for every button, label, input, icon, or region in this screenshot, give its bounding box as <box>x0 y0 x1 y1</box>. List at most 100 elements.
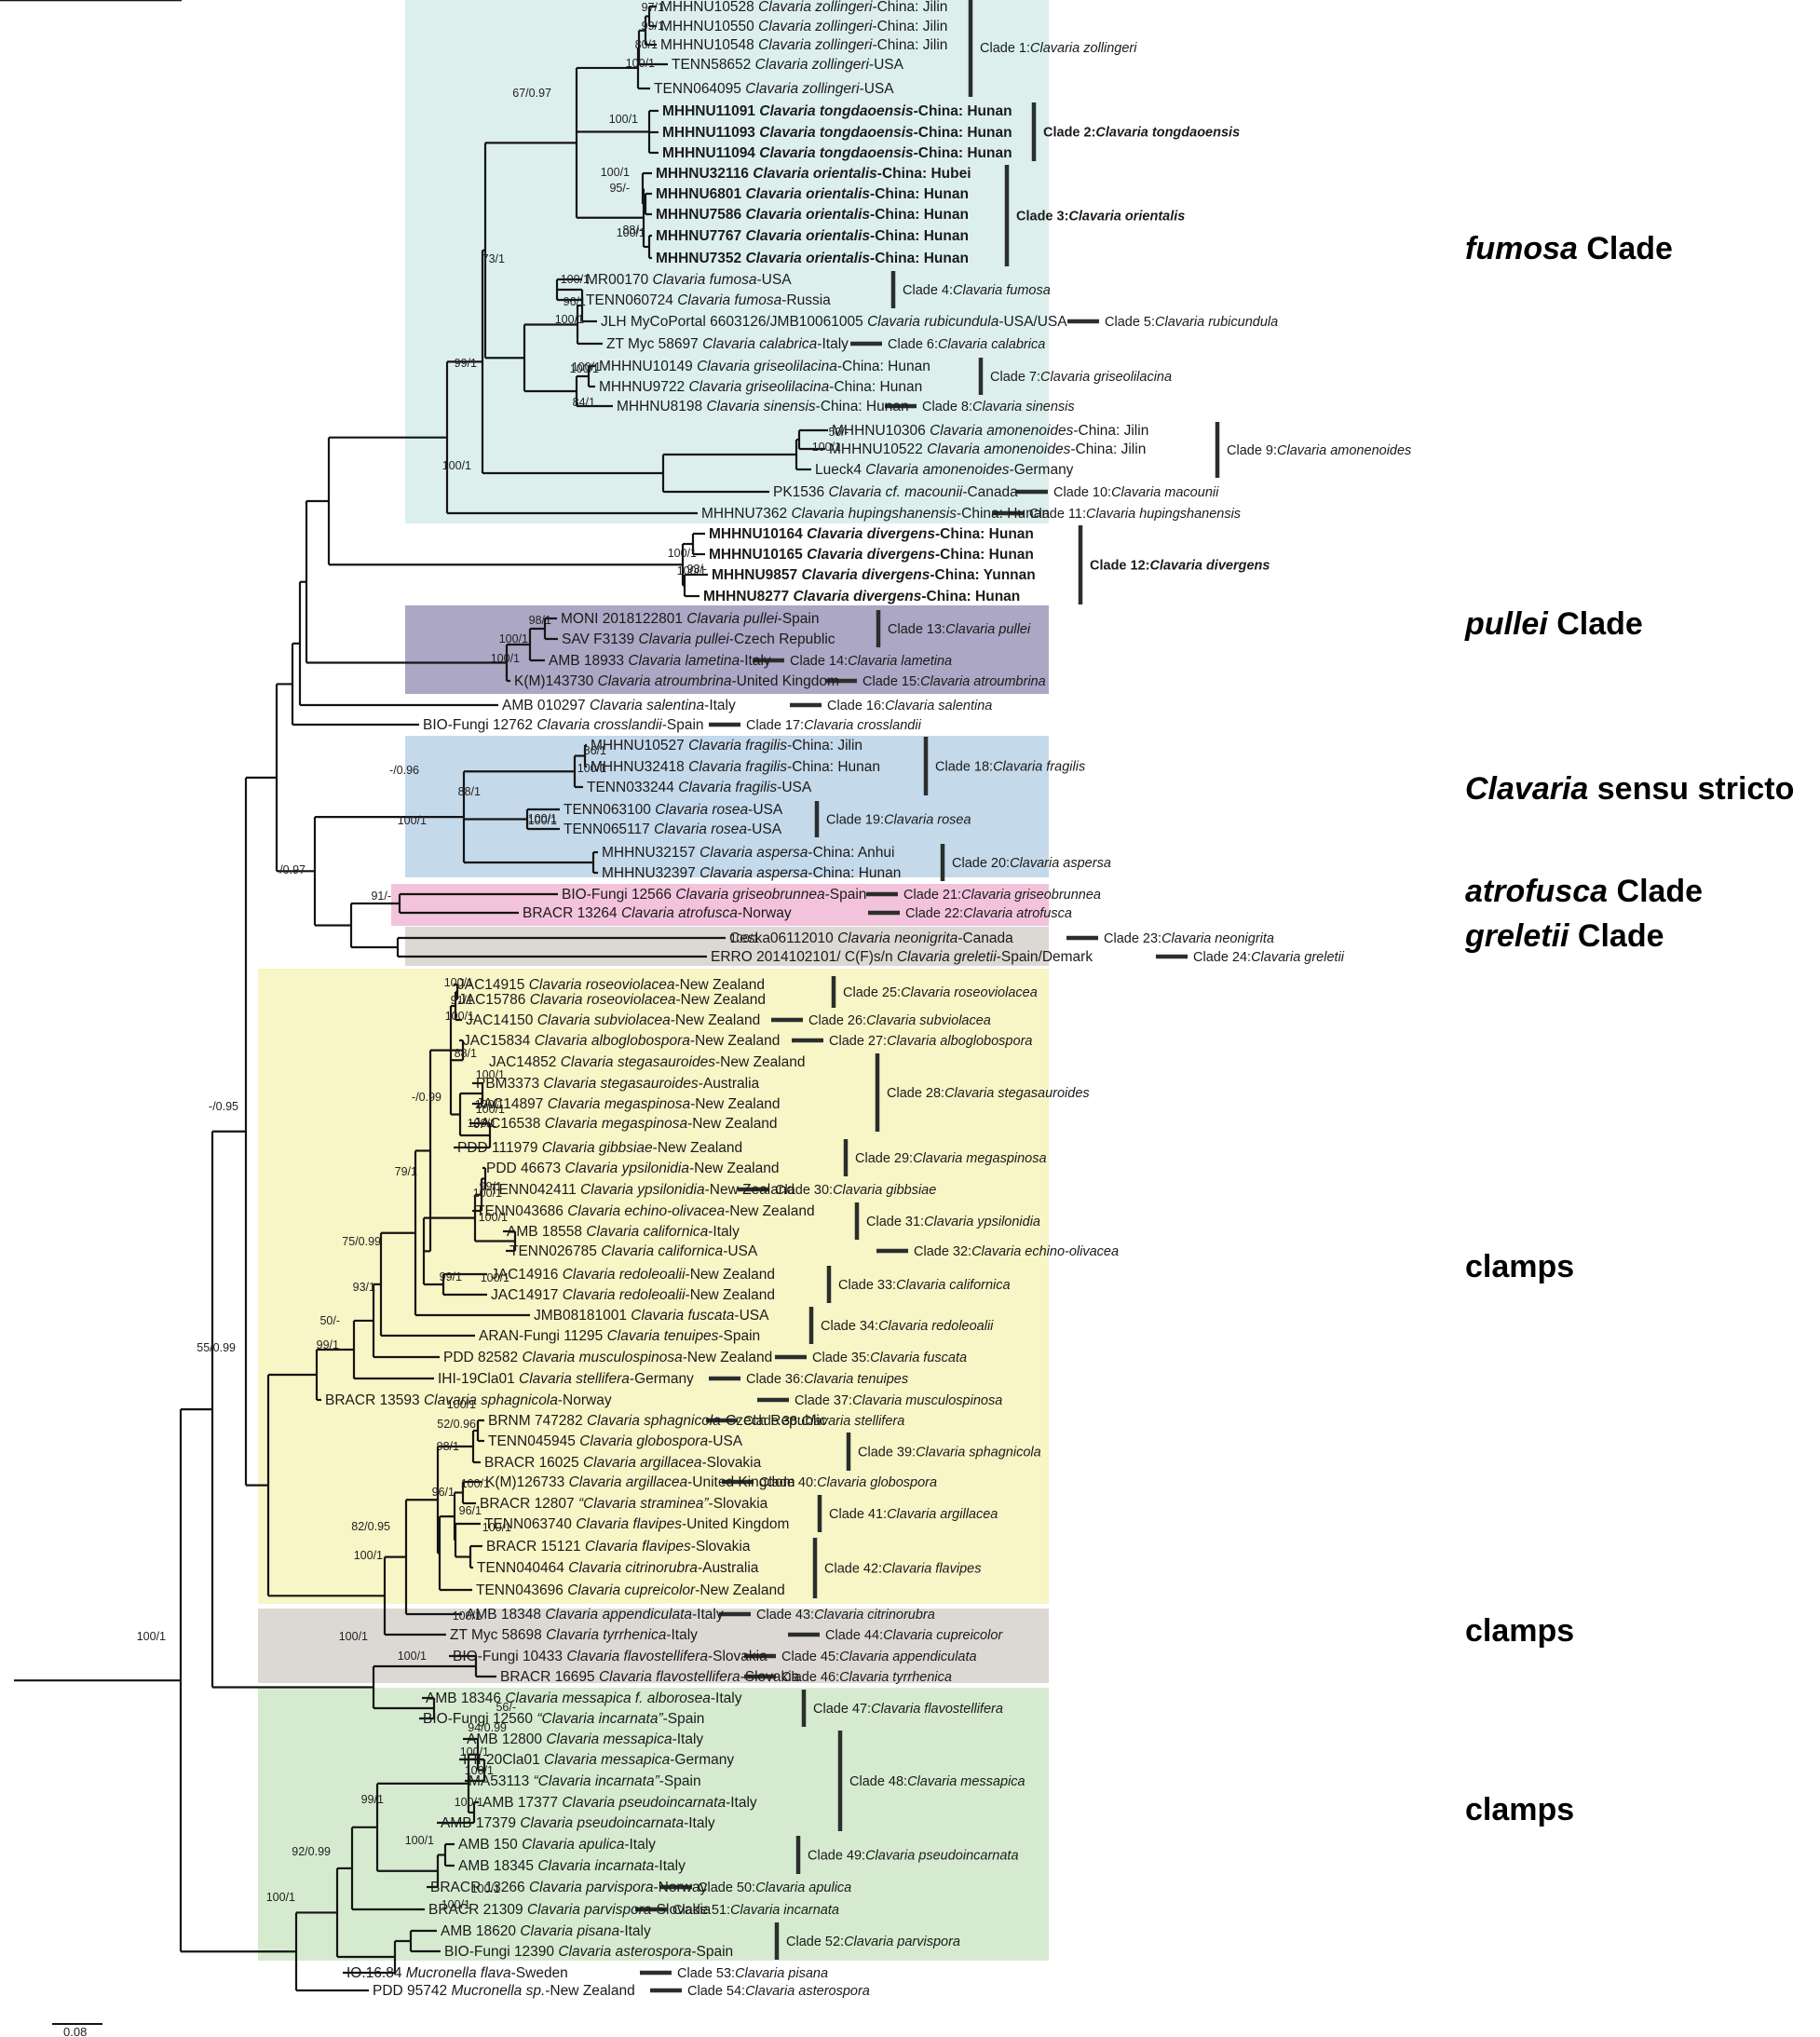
label-part: -China: Jilin <box>1073 423 1148 439</box>
label-part: Clade 39: <box>858 1446 916 1460</box>
label-part: Clade 34: <box>821 1319 878 1334</box>
clade-label: Clade 9:Clavaria amonenoides <box>1227 443 1411 458</box>
tip-label: AMB 18348 Clavaria appendiculata-Italy <box>466 1607 724 1623</box>
tip-label: ARAN-Fungi 11295 Clavaria tenuipes-Spain <box>479 1328 760 1344</box>
label-part: Clavaria cupreicolor <box>567 1582 696 1598</box>
label-part: -Italy <box>704 698 736 713</box>
label-part: Clade 31: <box>866 1215 924 1229</box>
label-part: -Spain <box>662 717 704 733</box>
label-part: Clavaria parvispora <box>844 1935 960 1949</box>
label-part: Clade 48: <box>849 1774 907 1789</box>
label-part: -United Kingdom <box>731 673 838 689</box>
label-part: Clavaria amonenoides <box>865 462 1009 478</box>
label-part: -China: Jilin <box>1070 441 1146 457</box>
label-part: Clade 42: <box>824 1562 882 1577</box>
clade-label: Clade 24:Clavaria greletii <box>1193 950 1345 965</box>
label-part: Clavaria sphagnicola <box>587 1413 721 1429</box>
tip-label: PDD 95742 Mucronella sp.-New Zealand <box>373 1983 635 1999</box>
clade-label: Clade 12:Clavaria divergens <box>1090 559 1270 574</box>
label-part: -Italy <box>817 336 849 352</box>
tip-label: BRACR 12807 “Clavaria straminea”-Slovaki… <box>480 1496 768 1512</box>
label-part: Clavaria divergens <box>807 526 935 542</box>
label-part: clamps <box>1465 1792 1574 1827</box>
clade-label: Clade 34:Clavaria redoleoalii <box>821 1319 994 1334</box>
support-value: 99/1 <box>480 1180 502 1193</box>
support-value: 100/1 <box>528 814 557 827</box>
label-part: -Slovakia <box>702 1455 762 1471</box>
label-part: Clavaria divergens <box>801 567 930 583</box>
support-value: 100/1 <box>491 652 520 665</box>
label-part: -Russia <box>781 292 831 308</box>
label-part: -New Zealand <box>725 1203 815 1219</box>
label-part: BRNM 747282 <box>488 1413 587 1429</box>
label-part: -Italy <box>711 1691 742 1706</box>
tip-label: MHHNU10528 Clavaria zollingeri-China: Ji… <box>660 0 947 15</box>
clade-label: Clade 1:Clavaria zollingeri <box>980 41 1137 56</box>
support-value: 100/1 <box>572 360 601 373</box>
label-part: JAC14897 <box>476 1096 548 1112</box>
label-part: Clade 25: <box>843 985 901 1000</box>
tip-label: MHHNU10550 Clavaria zollingeri-China: Ji… <box>660 19 947 34</box>
group-label: Clavaria sensu stricto <box>1465 771 1794 807</box>
label-part: -Italy <box>726 1795 757 1811</box>
label-part: TENN033244 <box>587 780 678 795</box>
label-part: “Clavaria incarnata” <box>536 1711 663 1727</box>
clade-label: Clade 40:Clavaria globospora <box>759 1475 937 1490</box>
tip-label: BRNM 747282 Clavaria sphagnicola-Czech R… <box>488 1413 827 1429</box>
label-part: MHHNU7352 <box>656 251 745 266</box>
clade-bands <box>258 0 1049 1961</box>
tip-label: MHHNU10165 Clavaria divergens-China: Hun… <box>709 547 1034 563</box>
label-part: TENN58652 <box>672 57 755 73</box>
tip-label: ZT Myc 58698 Clavaria tyrrhenica-Italy <box>450 1627 698 1643</box>
label-part: MHHNU8198 <box>617 399 706 414</box>
support-value: 100/1 <box>570 362 599 375</box>
label-part: -China: Hunan <box>957 506 1050 522</box>
label-part: MHHNU9857 <box>712 567 801 583</box>
label-part: Clavaria globospora <box>579 1433 708 1449</box>
tip-label: TENN045945 Clavaria globospora-USA <box>488 1433 743 1449</box>
label-part: Clade 43: <box>756 1608 814 1623</box>
tip-label: TENN060724 Clavaria fumosa-Russia <box>586 292 831 308</box>
support-value: 100/1 <box>473 1187 502 1200</box>
label-part: ARAN-Fungi 11295 <box>479 1328 607 1344</box>
support-value: 96/1 <box>432 1486 455 1499</box>
label-part: Clade 18: <box>935 760 993 775</box>
label-part: MHHNU11094 <box>662 145 759 161</box>
label-part: Clavaria tongdaoensis <box>1095 126 1240 141</box>
tip-label: MHHNU11091 Clavaria tongdaoensis-China: … <box>662 103 1012 119</box>
support-value: 100/1 <box>481 1271 509 1284</box>
support-value: 100/1 <box>561 273 590 286</box>
label-part: Clavaria zollingeri <box>758 19 873 34</box>
label-part: -China: Hunan <box>914 103 1012 119</box>
label-part: Clavaria griseobrunnea <box>961 888 1101 903</box>
label-part: Clavaria flavipes <box>576 1516 682 1532</box>
label-part: TENN026785 <box>509 1243 601 1259</box>
label-part: Ceska06112010 <box>729 930 837 946</box>
clade-label: Clade 19:Clavaria rosea <box>826 813 971 828</box>
group-label: clamps <box>1465 1613 1574 1649</box>
label-part: Clavaria appendiculata <box>839 1650 977 1664</box>
label-part: JAC15834 <box>463 1033 535 1049</box>
clade-label: Clade 6:Clavaria calabrica <box>888 337 1045 352</box>
label-part: TENN065117 <box>564 822 654 837</box>
label-part: Clavaria atrofusca <box>963 906 1072 921</box>
label-part: K(M)126733 <box>485 1474 569 1490</box>
label-part: Clade 2: <box>1043 126 1095 141</box>
label-part: -Italy <box>666 1627 698 1643</box>
support-value: 100/1 <box>455 1796 483 1809</box>
tip-label: MONI 2018122801 Clavaria pullei-Spain <box>561 611 819 627</box>
label-part: Clade 28: <box>887 1086 944 1101</box>
label-part: Clavaria redoleoalii <box>563 1267 686 1283</box>
label-part: -Slovakia <box>708 1649 767 1664</box>
label-part: -Italy <box>654 1858 686 1874</box>
support-value: 100/1 <box>499 632 528 645</box>
label-part: Clavaria zollingeri <box>755 57 870 73</box>
tip-label: Ceska06112010 Clavaria neonigrita-Canada <box>729 930 1013 946</box>
label-part: Clade 7: <box>990 370 1040 385</box>
label-part: Clade 3: <box>1016 210 1068 224</box>
tip-label: TENN026785 Clavaria californica-USA <box>509 1243 758 1259</box>
label-part: Clavaria incarnata <box>537 1858 654 1874</box>
label-part: -China: Hunan <box>829 379 922 395</box>
label-part: MHHNU9722 <box>599 379 688 395</box>
tip-label: TENN033244 Clavaria fragilis-USA <box>587 780 812 795</box>
